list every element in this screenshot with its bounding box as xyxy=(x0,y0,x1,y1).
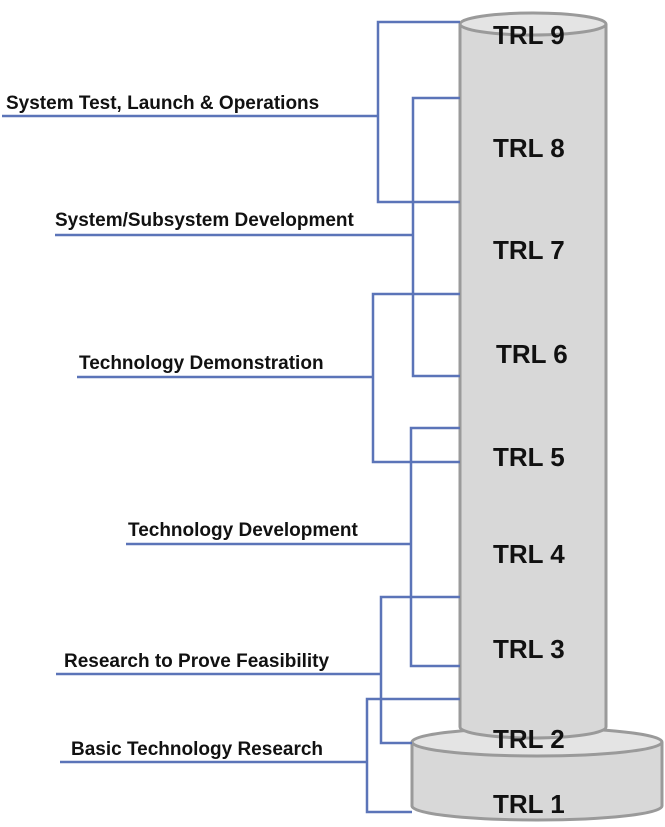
phase-label-research-feasibility: Research to Prove Feasibility xyxy=(64,651,329,672)
bracket-system-development xyxy=(55,96,460,378)
phase-label-technology-demonstration: Technology Demonstration xyxy=(79,353,324,374)
tall-cylinder-top xyxy=(458,11,608,37)
phase-labels: System Test, Launch & Operations System/… xyxy=(6,93,358,760)
trl-label-1: TRL 1 xyxy=(493,789,565,819)
bracket-technology-development xyxy=(126,426,460,668)
trl-label-6: TRL 6 xyxy=(496,339,568,369)
bracket-research-feasibility xyxy=(56,595,460,745)
trl-label-7: TRL 7 xyxy=(493,235,565,265)
tall-cylinder xyxy=(458,11,608,740)
phase-label-basic-research: Basic Technology Research xyxy=(71,739,323,760)
bracket-basic-research xyxy=(60,697,460,814)
trl-label-5: TRL 5 xyxy=(493,442,565,472)
phase-label-system-test: System Test, Launch & Operations xyxy=(6,93,319,114)
phase-brackets xyxy=(2,20,460,814)
phase-label-technology-development: Technology Development xyxy=(128,520,358,541)
phase-label-system-development: System/Subsystem Development xyxy=(55,210,355,231)
trl-label-8: TRL 8 xyxy=(493,133,565,163)
trl-label-4: TRL 4 xyxy=(493,539,565,569)
bracket-technology-demonstration xyxy=(77,292,460,464)
trl-labels: TRL 9 TRL 8 TRL 7 TRL 6 TRL 5 TRL 4 TRL … xyxy=(493,20,568,819)
bracket-system-test xyxy=(2,20,460,204)
trl-label-2: TRL 2 xyxy=(493,724,565,754)
trl-label-3: TRL 3 xyxy=(493,634,565,664)
base-cylinder-body xyxy=(410,742,664,822)
trl-label-9: TRL 9 xyxy=(493,20,565,50)
tall-cylinder-body xyxy=(458,24,608,740)
